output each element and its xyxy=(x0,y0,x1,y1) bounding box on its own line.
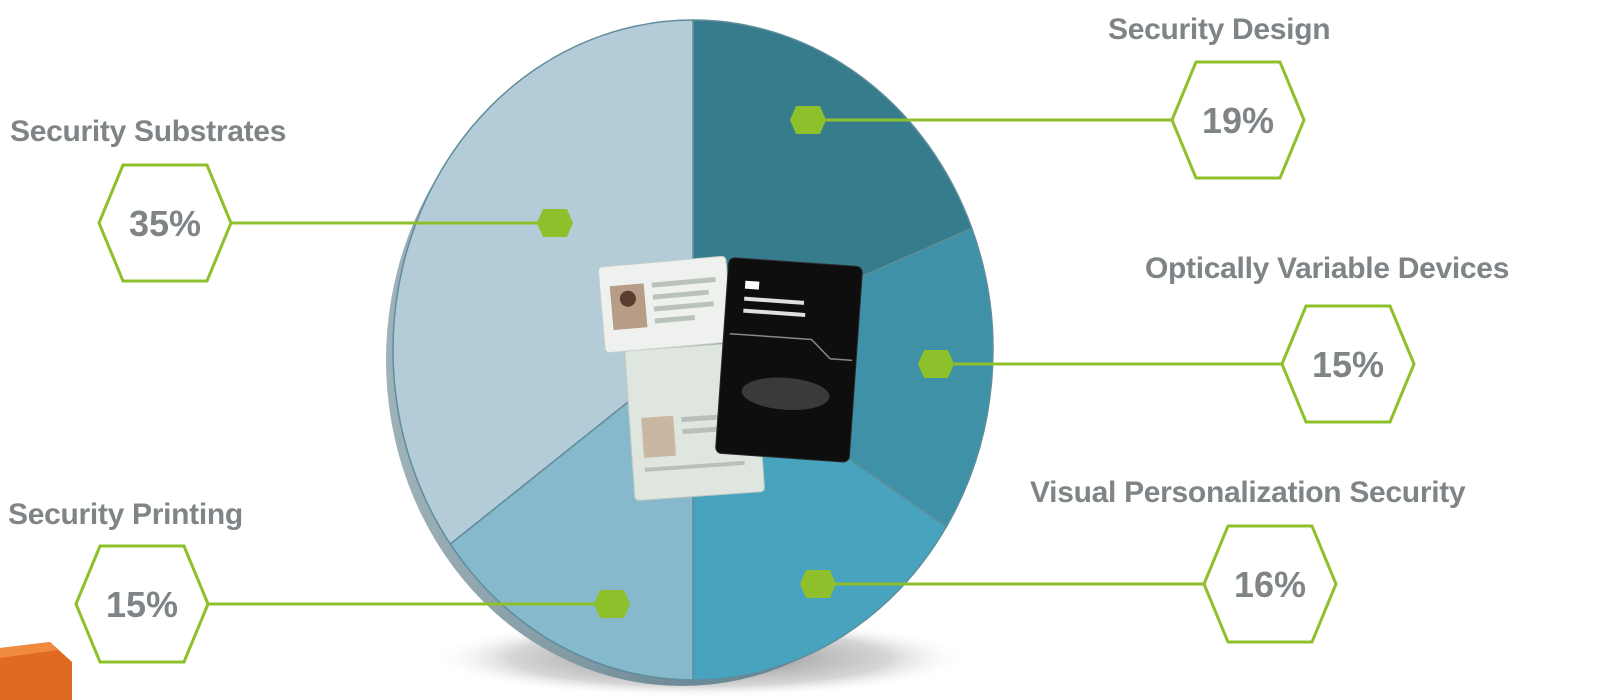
hexagon-optically-variable-devices xyxy=(1280,304,1416,424)
label-security-design: Security Design xyxy=(1108,13,1331,46)
label-security-printing: Security Printing xyxy=(8,498,243,531)
value-label-visual-personalization-security: 16% xyxy=(1234,564,1306,605)
dot-marker-optically-variable-devices xyxy=(918,350,954,378)
label-visual-personalization-security: Visual Personalization Security xyxy=(1030,476,1466,509)
dot-marker-security-printing xyxy=(594,590,630,618)
value-label-security-design: 19% xyxy=(1202,100,1274,141)
dot-marker-security-design xyxy=(790,106,826,134)
value-label-optically-variable-devices: 15% xyxy=(1312,344,1384,385)
value-label-security-printing: 15% xyxy=(106,584,178,625)
hexagon-security-printing xyxy=(74,544,210,664)
label-security-substrates: Security Substrates xyxy=(10,115,287,148)
dot-marker-security-substrates xyxy=(537,209,573,237)
callouts: 19% 15% 16% 15% 35% xyxy=(74,60,1416,664)
hexagon-security-design xyxy=(1170,60,1306,180)
value-label-security-substrates: 35% xyxy=(129,203,201,244)
orange-corner-shape xyxy=(0,642,72,700)
dot-marker-visual-personalization-security xyxy=(800,570,836,598)
label-optically-variable-devices: Optically Variable Devices xyxy=(1145,252,1510,285)
hexagon-security-substrates xyxy=(97,163,233,283)
hexagon-visual-personalization-security xyxy=(1202,524,1338,644)
passport-and-id-cards-image xyxy=(597,255,863,501)
pie-slice-security-substrates xyxy=(392,19,694,546)
